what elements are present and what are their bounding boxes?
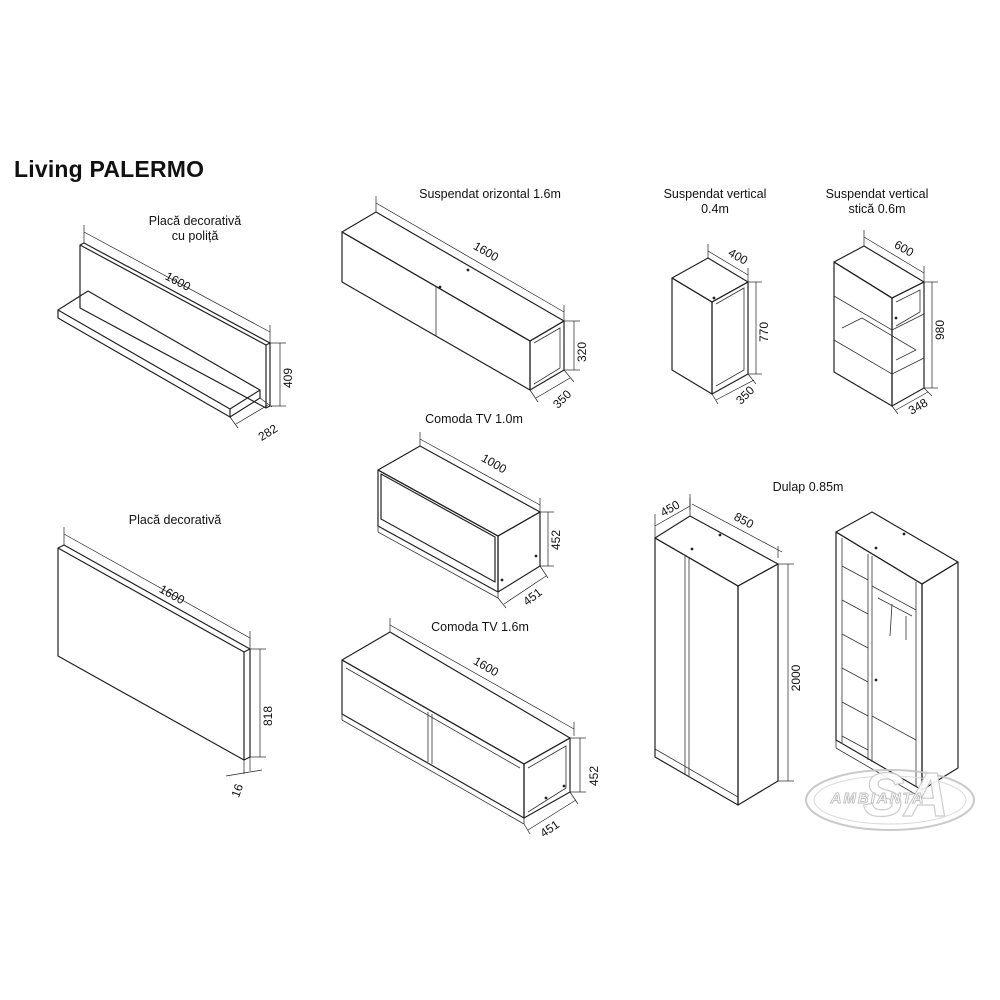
dim-depth-label: 451 bbox=[520, 585, 545, 609]
dim-depth-label: 16 bbox=[228, 782, 246, 800]
caption-tv-large: Comoda TV 1.6m bbox=[410, 620, 550, 635]
caption-wall-horizontal: Suspendat orizontal 1.6m bbox=[400, 187, 580, 202]
ambianta-logo: SA AMBIANTA bbox=[805, 760, 975, 831]
caption-line: Suspendat vertical bbox=[663, 187, 767, 201]
dim-width-label: 1600 bbox=[471, 654, 501, 680]
caption-tv-small: Comoda TV 1.0m bbox=[404, 412, 544, 427]
caption-line: Suspendat orizontal 1.6m bbox=[419, 187, 561, 201]
wall-vertical-drawing: 400 770 350 bbox=[671, 244, 771, 407]
caption-line: Dulap 0.85m bbox=[772, 480, 844, 494]
caption-line: Placă decorativă bbox=[128, 513, 222, 527]
dim-depth-label: 350 bbox=[550, 387, 574, 411]
dim-depth-label: 350 bbox=[733, 383, 757, 407]
caption-line: Comoda TV 1.0m bbox=[425, 412, 523, 426]
wall-vertical-glass-drawing: 600 980 348 bbox=[833, 230, 947, 418]
caption-line: Comoda TV 1.6m bbox=[431, 620, 529, 634]
caption-line: Suspendat vertical bbox=[825, 187, 929, 201]
dim-width-label: 600 bbox=[892, 237, 917, 259]
dim-depth-label: 451 bbox=[537, 817, 562, 840]
dim-depth-label: 450 bbox=[658, 497, 683, 519]
tv-large-drawing: 1600 452 451 bbox=[341, 618, 601, 840]
dim-height-label: 2000 bbox=[789, 664, 803, 691]
caption-line: Placă decorativă bbox=[148, 214, 242, 228]
caption-wardrobe: Dulap 0.85m bbox=[748, 480, 868, 495]
wall-horizontal-drawing: 1600 320 350 bbox=[341, 196, 589, 411]
dim-height-label: 770 bbox=[757, 322, 771, 342]
dim-height-label: 452 bbox=[549, 530, 563, 550]
dim-height-label: 818 bbox=[261, 706, 275, 726]
caption-line: 0.4m bbox=[701, 202, 729, 216]
wardrobe-open-drawing bbox=[835, 511, 959, 799]
wardrobe-closed-drawing: 450 850 2000 bbox=[654, 494, 803, 806]
caption-shelf-panel: Placă decorativă cu poliță bbox=[120, 214, 270, 244]
caption-line: stică 0.6m bbox=[848, 202, 906, 216]
dim-width-label: 1600 bbox=[163, 269, 193, 294]
dim-width-label: 1000 bbox=[479, 451, 509, 477]
caption-wall-vertical: Suspendat vertical 0.4m bbox=[650, 187, 780, 217]
dim-width-label: 400 bbox=[726, 245, 751, 267]
dim-height-label: 452 bbox=[587, 766, 601, 786]
shelf-panel-drawing: 1600 409 282 bbox=[57, 225, 295, 444]
panel-drawing: 1600 818 16 bbox=[57, 527, 275, 800]
dim-height-label: 409 bbox=[281, 368, 295, 388]
tv-small-drawing: 1000 452 451 bbox=[377, 432, 563, 609]
dim-depth-label: 282 bbox=[256, 421, 281, 444]
caption-line: cu poliță bbox=[171, 229, 219, 243]
dim-width-label: 1600 bbox=[157, 582, 187, 607]
logo-initials: SA bbox=[863, 761, 949, 830]
caption-wall-vertical-glass: Suspendat vertical stică 0.6m bbox=[812, 187, 942, 217]
dim-height-label: 320 bbox=[575, 342, 589, 362]
dim-height-label: 980 bbox=[933, 320, 947, 340]
dim-depth-label: 348 bbox=[906, 395, 931, 417]
logo-text: AMBIANTA bbox=[830, 790, 926, 807]
caption-panel: Placă decorativă bbox=[105, 513, 245, 528]
page-title: Living PALERMO bbox=[14, 156, 205, 182]
dim-width-label: 850 bbox=[732, 510, 757, 532]
